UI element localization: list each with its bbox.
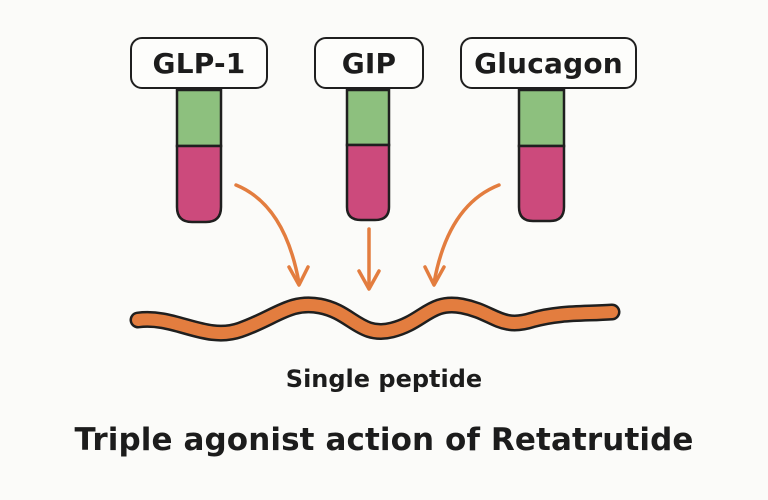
receptor-glucagon xyxy=(517,88,566,223)
arrow-glp1 xyxy=(234,183,310,287)
arrow-glucagon xyxy=(423,183,501,287)
receptor-glp1 xyxy=(175,88,223,224)
receptor-glucagon-bottom xyxy=(517,144,566,223)
receptor-glucagon-top xyxy=(517,88,566,148)
diagram-title: Triple agonist action of Retatrutide xyxy=(74,422,694,458)
peptide-caption: Single peptide xyxy=(285,365,483,393)
receptor-glp1-bottom xyxy=(175,144,223,224)
receptor-gip-top xyxy=(345,88,391,147)
arrows xyxy=(234,183,501,291)
receptor-gip-bottom xyxy=(345,143,391,222)
receptor-label-glp1: GLP-1 xyxy=(130,37,268,89)
receptor-glp1-top xyxy=(175,88,223,148)
receptor-gip xyxy=(345,88,391,222)
receptor-label-gip: GIP xyxy=(314,37,424,89)
receptor-label-glucagon: Glucagon xyxy=(460,37,637,89)
peptide-chain-fill xyxy=(132,298,618,340)
arrow-gip xyxy=(357,227,381,291)
